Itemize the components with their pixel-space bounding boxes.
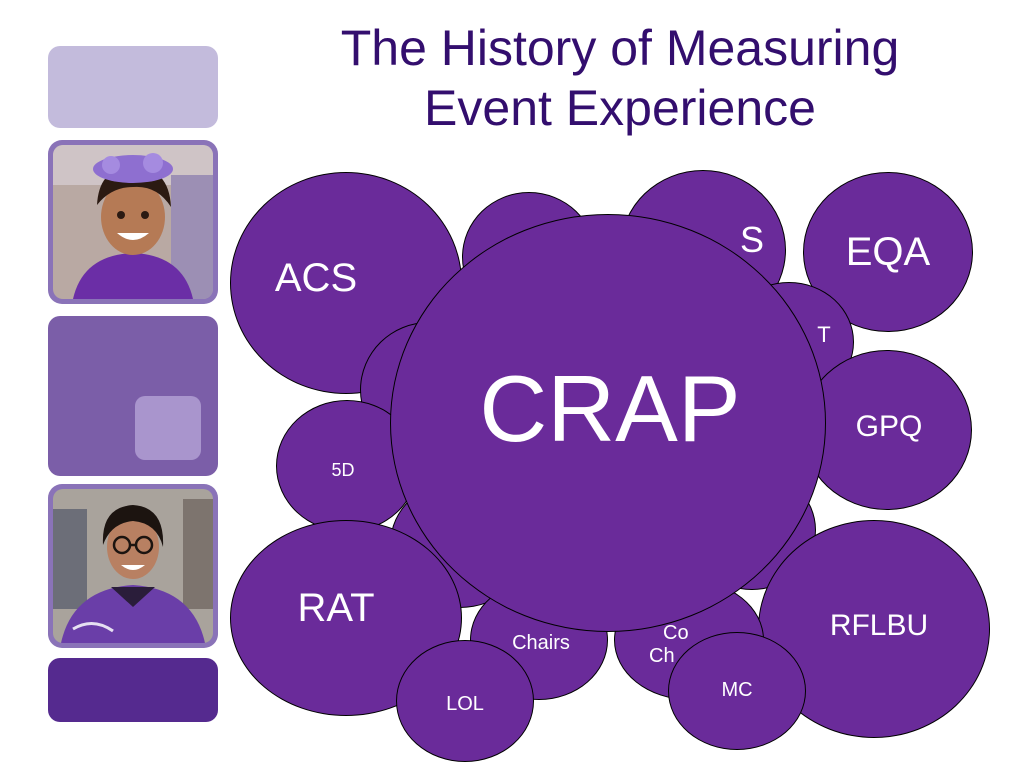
woman-photo-illustration	[53, 489, 213, 643]
bubble-mc: MC	[668, 632, 806, 750]
bubble-acs-label: ACS	[274, 256, 358, 300]
child-photo-illustration	[53, 145, 213, 299]
slide-title: The History of Measuring Event Experienc…	[250, 18, 990, 138]
slide-title-line-1: The History of Measuring	[340, 20, 900, 76]
bubble-5d-label: 5D	[331, 459, 355, 480]
bubble-gpq: GPQ	[802, 350, 972, 510]
bubble-eqa: EQA	[803, 172, 973, 332]
photo-child	[48, 140, 218, 304]
slide-title-line-2: Event Experience	[424, 80, 816, 136]
bubble-rat-label: RAT	[297, 586, 375, 630]
bubble-lol: LOL	[396, 640, 534, 762]
decor-tile-inner	[135, 396, 201, 460]
decor-tile-bottom	[48, 658, 218, 722]
bubble-partial-ch-label: Ch	[649, 645, 675, 667]
bubble-mc-label: MC	[721, 678, 753, 701]
decor-tile-top	[48, 46, 218, 128]
decor-tile-middle	[48, 316, 218, 476]
bubble-eqa-label: EQA	[845, 230, 931, 274]
bubble-crap-label: CRAP	[479, 355, 741, 461]
bubble-crap: CRAP	[390, 214, 826, 632]
bubble-partial-right-label: T	[817, 322, 831, 348]
bubble-partial-top-label: S	[739, 219, 764, 261]
bubble-rflbu-label: RFLBU	[829, 608, 929, 642]
bubble-lol-label: LOL	[446, 692, 484, 715]
photo-woman	[48, 484, 218, 648]
bubble-chairs-label: Chairs	[512, 631, 570, 654]
bubble-gpq-label: GPQ	[855, 409, 923, 443]
bubble-partial-co-label: Co	[663, 622, 689, 644]
